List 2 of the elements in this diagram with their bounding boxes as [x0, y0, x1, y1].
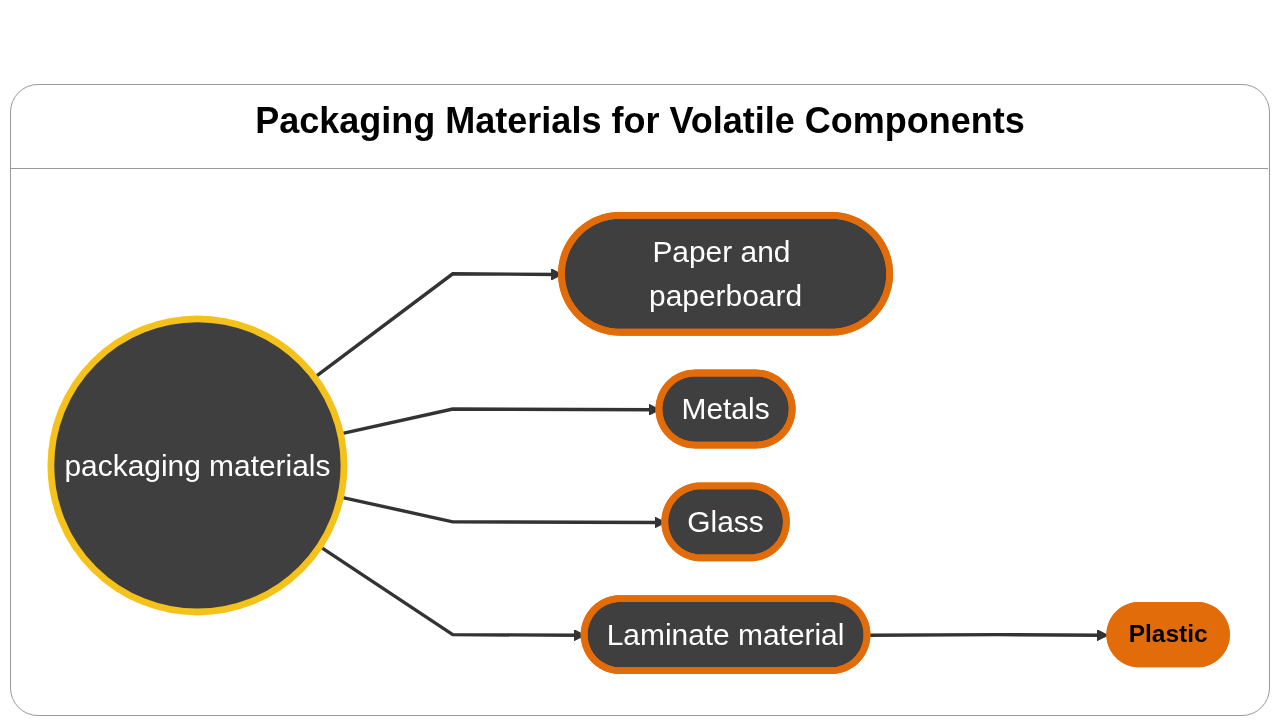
slide-title: Packaging Materials for Volatile Components [254, 100, 1026, 142]
node-circle: packaging materials [47, 315, 348, 616]
